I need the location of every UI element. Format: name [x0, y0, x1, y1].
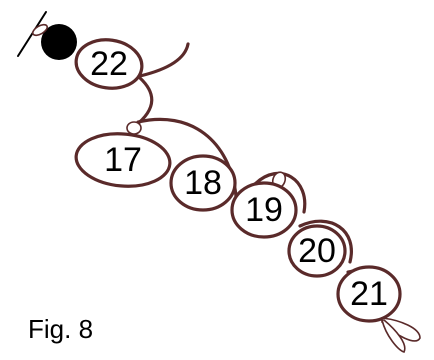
thread-top-curl — [138, 42, 190, 78]
thread-tail — [17, 11, 47, 57]
thread-20-loop — [298, 219, 353, 264]
stitch-label-22: 22 — [90, 45, 128, 83]
stitch-ring-17 — [74, 132, 172, 188]
stitch-ring-18 — [169, 154, 237, 212]
stitch-label-18: 18 — [184, 164, 222, 202]
stitch-label-20: 20 — [298, 232, 336, 270]
small-bead-1 — [126, 121, 142, 135]
stitch-ring-19 — [230, 181, 298, 239]
thread-end-2 — [380, 319, 406, 353]
thread-19-loop — [253, 171, 307, 214]
small-loop-top — [31, 23, 49, 37]
stitch-ring-21 — [336, 265, 402, 323]
stitch-ring-22 — [74, 38, 144, 90]
stitch-ring-20 — [287, 224, 347, 278]
figure-caption: Fig. 8 — [28, 314, 94, 344]
stitch-label-17: 17 — [104, 141, 142, 179]
needle-end — [41, 24, 77, 60]
stitch-label-21: 21 — [350, 275, 388, 313]
stitch-label-19: 19 — [245, 191, 283, 229]
